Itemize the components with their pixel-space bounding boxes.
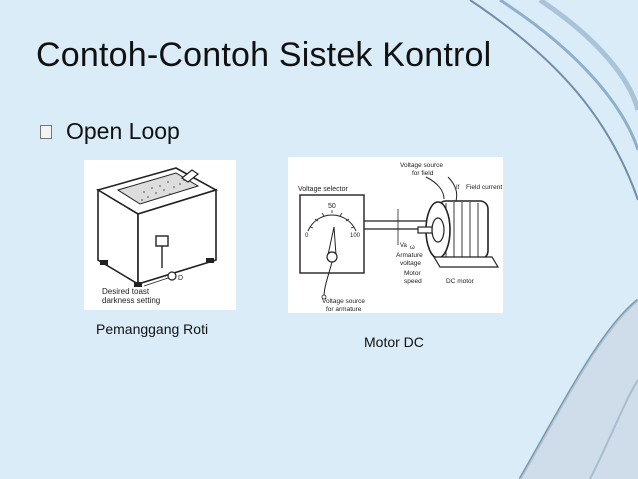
symbol-omega: ω [410,245,415,251]
armature-label-1: Armature [396,252,423,259]
scale-value: 50 [328,203,336,210]
field-current-label: Field current [466,184,502,191]
motor-speed-label-2: speed [404,278,422,285]
scale-max: 100 [350,233,361,239]
scale-zero: 0 [305,233,309,239]
armature-label-2: voltage [400,260,421,267]
toaster-annotation-2: darkness setting [102,296,160,305]
voltage-field-label-2: for field [412,170,434,177]
bullet-icon [40,124,52,139]
toaster-caption: Pemanggang Roti [96,321,209,337]
symbol-va: Va [400,243,408,249]
bullet-item: Open Loop [40,118,180,145]
toaster-dial-label: D [178,275,183,282]
voltage-selector-label: Voltage selector [298,186,348,193]
toaster-annotation-1: Desired toast [102,287,150,296]
motor-speed-label-1: Motor [404,270,421,277]
toaster-drawing: D Desired toast darkness setting [95,167,219,305]
voltage-armature-label-2: for armature [326,306,362,313]
toaster-image: D Desired toast darkness setting [84,160,236,310]
voltage-armature-label-1: Voltage source [322,298,365,305]
motor-caption: Motor DC [364,334,424,350]
dc-motor-label: DC motor [446,278,475,285]
slide-title: Contoh-Contoh Sistek Kontrol [36,36,492,74]
voltage-field-label-1: Voltage source [400,162,443,169]
motor-image: Voltage selector 50 0 100 Va [288,157,503,313]
bullet-text: Open Loop [66,118,180,144]
motor-drawing: Voltage selector 50 0 100 Va [298,162,502,313]
symbol-if: If [456,185,460,191]
